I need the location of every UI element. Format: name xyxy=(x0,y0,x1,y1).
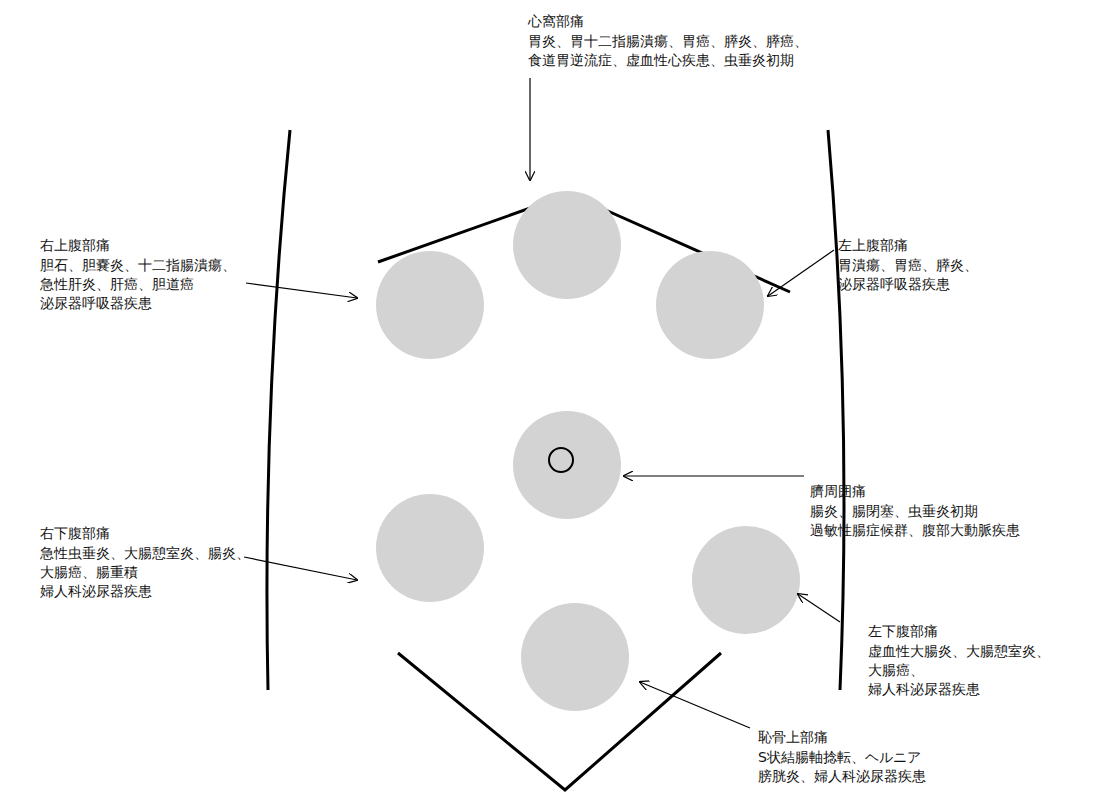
callout-text: 泌尿器呼吸器疾患 xyxy=(838,275,950,293)
leader-arrows xyxy=(244,78,840,728)
region-circle xyxy=(376,251,484,359)
region-circle xyxy=(376,494,484,602)
leader-arrow xyxy=(768,250,834,296)
right-flank xyxy=(828,130,844,690)
leader-arrow xyxy=(244,557,357,580)
callout-text: 婦人科泌尿器疾患 xyxy=(868,680,980,698)
callout-text: 胆石、胆嚢炎、十二指腸潰瘍、 xyxy=(40,256,236,274)
callout-text: 左下腹部痛 xyxy=(868,622,938,640)
callout-text: 膀胱炎、婦人科泌尿器疾患 xyxy=(758,767,926,785)
callout-text: 右下腹部痛 xyxy=(40,524,110,542)
callout-text: 大腸癌、腸重積 xyxy=(40,563,138,581)
leader-arrow xyxy=(640,682,750,728)
leader-arrow xyxy=(246,283,357,298)
region-circle xyxy=(513,191,621,299)
callout-text: 虚血性大腸炎、大腸憩室炎、 xyxy=(868,642,1050,660)
callout-text: 急性虫垂炎、大腸憩室炎、腸炎、 xyxy=(40,544,250,562)
callout-text: 過敏性腸症候群、腹部大動脈疾患 xyxy=(810,521,1020,539)
callout-text: 臍周囲痛 xyxy=(810,482,866,500)
callout-text: 恥骨上部痛 xyxy=(758,728,828,746)
region-circle xyxy=(692,526,800,634)
callout-text: 左上腹部痛 xyxy=(838,236,908,254)
leader-arrow xyxy=(798,594,840,622)
callout-text: 食道胃逆流症、虚血性心疾患、虫垂炎初期 xyxy=(528,51,794,69)
callout-text: 胃潰瘍、胃癌、膵炎、 xyxy=(838,256,978,274)
region-circle xyxy=(656,251,764,359)
region-circle xyxy=(521,603,629,711)
leader-arrow xyxy=(529,78,530,180)
callout-text: 泌尿器呼吸器疾患 xyxy=(40,294,152,312)
callout-text: 右上腹部痛 xyxy=(40,236,110,254)
navel xyxy=(549,448,573,472)
pain-regions xyxy=(376,191,800,711)
callout-text: 腸炎、腸閉塞、虫垂炎初期 xyxy=(810,502,978,520)
callout-text: S状結腸軸捻転、ヘルニア xyxy=(758,748,921,766)
callout-text: 大腸癌、 xyxy=(868,661,924,679)
callout-text: 心窩部痛 xyxy=(528,12,584,30)
callout-text: 急性肝炎、肝癌、胆道癌 xyxy=(40,275,194,293)
leader-arrow xyxy=(624,475,804,476)
body-outline xyxy=(267,130,844,790)
region-circle xyxy=(513,411,621,519)
callout-text: 婦人科泌尿器疾患 xyxy=(40,582,152,600)
left-flank xyxy=(267,130,290,690)
callout-text: 胃炎、胃十二指腸潰瘍、胃癌、膵炎、膵癌、 xyxy=(528,32,808,50)
